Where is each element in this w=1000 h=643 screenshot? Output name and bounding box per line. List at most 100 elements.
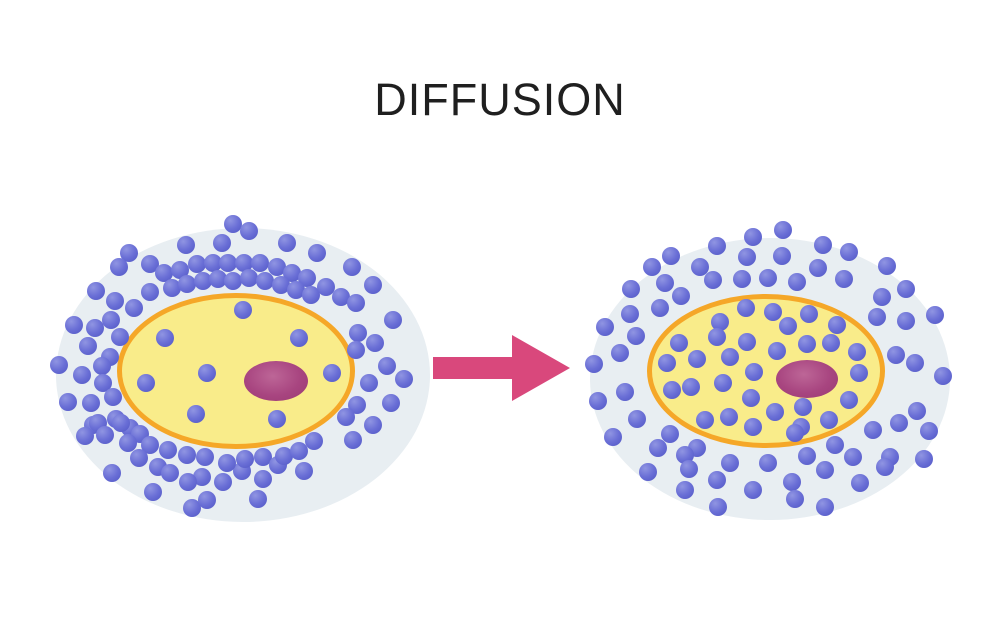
particle — [183, 499, 201, 517]
particle — [94, 374, 112, 392]
particle — [708, 237, 726, 255]
particle — [733, 270, 751, 288]
particle — [349, 324, 367, 342]
particle — [364, 416, 382, 434]
particle — [816, 498, 834, 516]
particle — [864, 421, 882, 439]
particle — [766, 403, 784, 421]
particle — [236, 450, 254, 468]
particle — [224, 215, 242, 233]
particle — [254, 448, 272, 466]
particle — [275, 447, 293, 465]
particle — [272, 276, 290, 294]
particle — [711, 313, 729, 331]
particle — [816, 461, 834, 479]
particle — [219, 254, 237, 272]
particle — [850, 364, 868, 382]
particle — [343, 258, 361, 276]
particle — [290, 329, 308, 347]
particle — [721, 348, 739, 366]
particle — [213, 234, 231, 252]
particle — [688, 350, 706, 368]
particle — [774, 221, 792, 239]
particle — [643, 258, 661, 276]
particle — [890, 414, 908, 432]
particle — [50, 356, 68, 374]
particle — [822, 334, 840, 352]
particle — [848, 343, 866, 361]
particle — [298, 269, 316, 287]
particle — [93, 357, 111, 375]
particle — [828, 316, 846, 334]
particle — [103, 464, 121, 482]
particle — [102, 311, 120, 329]
particle — [934, 367, 952, 385]
particle — [119, 434, 137, 452]
particle — [268, 258, 286, 276]
particle — [295, 462, 313, 480]
nucleus — [776, 360, 838, 398]
particle — [240, 269, 258, 287]
particle — [826, 436, 844, 454]
particle — [672, 287, 690, 305]
particle — [676, 481, 694, 499]
particle — [395, 370, 413, 388]
particle — [744, 228, 762, 246]
particle — [194, 272, 212, 290]
particle — [835, 270, 853, 288]
particle — [317, 278, 335, 296]
particle — [104, 388, 122, 406]
particle — [188, 255, 206, 273]
particle — [347, 294, 365, 312]
particle — [137, 374, 155, 392]
particle — [159, 441, 177, 459]
particle — [155, 264, 173, 282]
particle — [141, 255, 159, 273]
particle — [783, 473, 801, 491]
particle — [798, 335, 816, 353]
particle — [720, 408, 738, 426]
particle — [915, 450, 933, 468]
particle — [198, 364, 216, 382]
particle — [682, 378, 700, 396]
particle — [278, 234, 296, 252]
particle — [111, 328, 129, 346]
particle — [663, 381, 681, 399]
particle — [161, 464, 179, 482]
particle — [708, 471, 726, 489]
nucleus — [244, 361, 308, 401]
particle — [378, 357, 396, 375]
particle — [738, 333, 756, 351]
particle — [348, 396, 366, 414]
particle — [800, 305, 818, 323]
particle — [308, 244, 326, 262]
particle — [798, 447, 816, 465]
particle — [658, 354, 676, 372]
particle — [908, 402, 926, 420]
particle — [179, 473, 197, 491]
particle — [305, 432, 323, 450]
particle — [814, 236, 832, 254]
particle — [840, 243, 858, 261]
particle — [204, 254, 222, 272]
particle — [141, 283, 159, 301]
particle — [670, 334, 688, 352]
particle — [290, 442, 308, 460]
particle — [738, 248, 756, 266]
particle — [764, 303, 782, 321]
arrow-right-icon — [430, 328, 575, 408]
particle — [268, 410, 286, 428]
particle — [721, 454, 739, 472]
particle — [130, 449, 148, 467]
particle — [163, 279, 181, 297]
particle — [323, 364, 341, 382]
particle — [141, 436, 159, 454]
page-title: DIFFUSION — [374, 74, 626, 125]
particle — [177, 236, 195, 254]
particle — [851, 474, 869, 492]
particle — [744, 481, 762, 499]
particle — [868, 308, 886, 326]
particle — [656, 274, 674, 292]
particle — [240, 222, 258, 240]
